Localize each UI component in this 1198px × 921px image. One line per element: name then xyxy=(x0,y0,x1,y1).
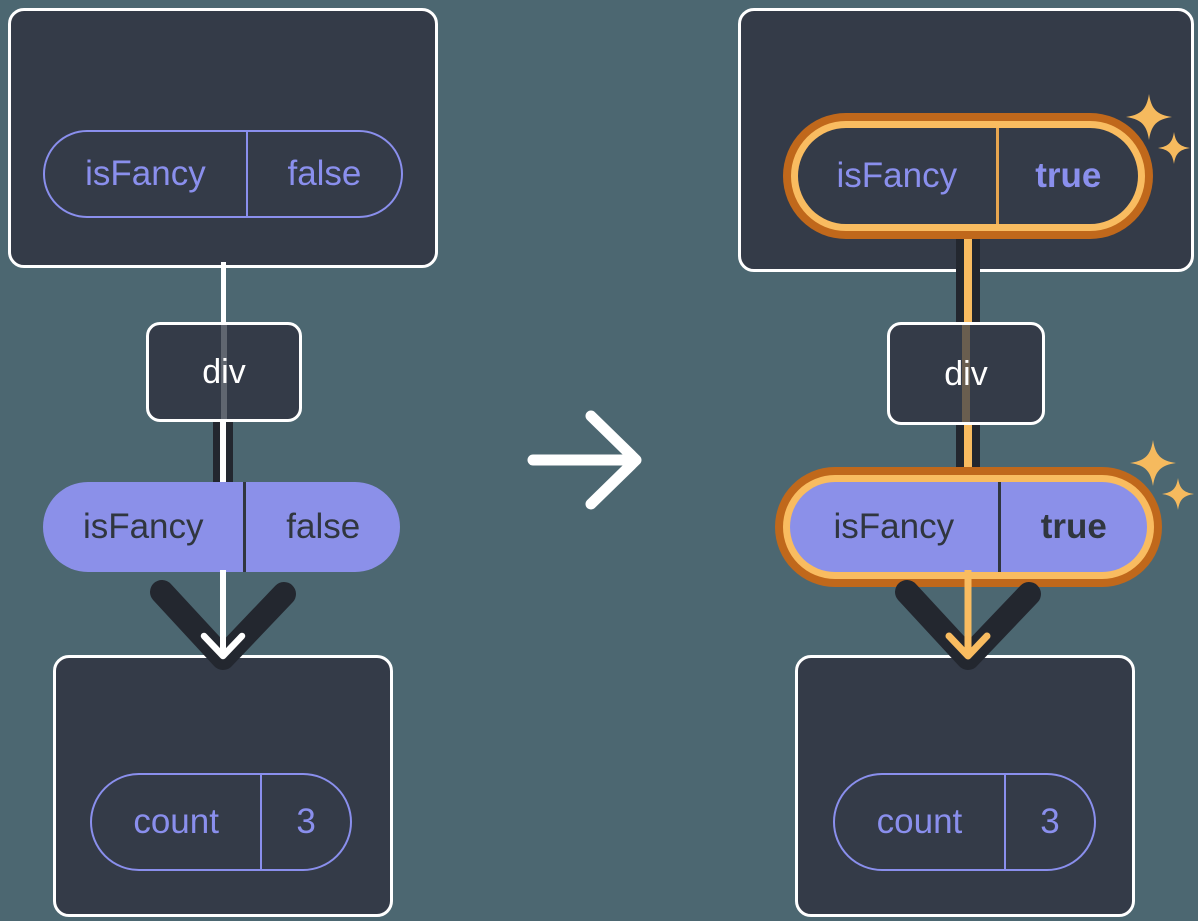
prop-name: isFancy xyxy=(790,482,1001,572)
right-connector-div-pill-core xyxy=(964,420,972,486)
left-app-prop-pill: isFancy false xyxy=(43,130,403,218)
left-div-label: div xyxy=(202,353,246,391)
right-div-label: div xyxy=(944,354,988,393)
left-connector-app-div xyxy=(221,262,226,326)
right-app-prop-pill: isFancy true xyxy=(798,128,1138,224)
left-passed-prop-pill: isFancy false xyxy=(43,482,400,572)
left-connector-div-pill-core xyxy=(220,418,226,486)
right-div-node: div xyxy=(887,322,1045,425)
right-counter-state-pill: count 3 xyxy=(833,773,1096,871)
state-value: 3 xyxy=(1040,802,1060,841)
prop-value: false xyxy=(286,507,361,546)
right-connector-app-div-core xyxy=(964,228,972,324)
state-value: 3 xyxy=(296,802,316,841)
sparkles-icon xyxy=(1126,94,1190,164)
right-arrow-down-icon xyxy=(895,570,1041,670)
left-div-node: div xyxy=(146,322,302,422)
prop-name: isFancy xyxy=(45,132,248,216)
right-passed-prop-pill: isFancy true xyxy=(790,482,1147,572)
prop-value: true xyxy=(1040,507,1107,546)
right-div-passthrough-line xyxy=(962,325,970,422)
left-div-passthrough-line xyxy=(221,325,227,419)
prop-name: isFancy xyxy=(798,128,999,224)
prop-value: false xyxy=(287,154,362,193)
prop-name: isFancy xyxy=(43,482,247,572)
left-arrow-down-icon xyxy=(150,570,296,670)
left-counter-state-pill: count 3 xyxy=(90,773,352,871)
state-name: count xyxy=(835,775,1006,869)
state-name: count xyxy=(92,775,263,869)
sparkles-icon xyxy=(1130,440,1194,510)
prop-value: true xyxy=(1035,156,1102,195)
arrow-right-icon xyxy=(527,410,642,510)
